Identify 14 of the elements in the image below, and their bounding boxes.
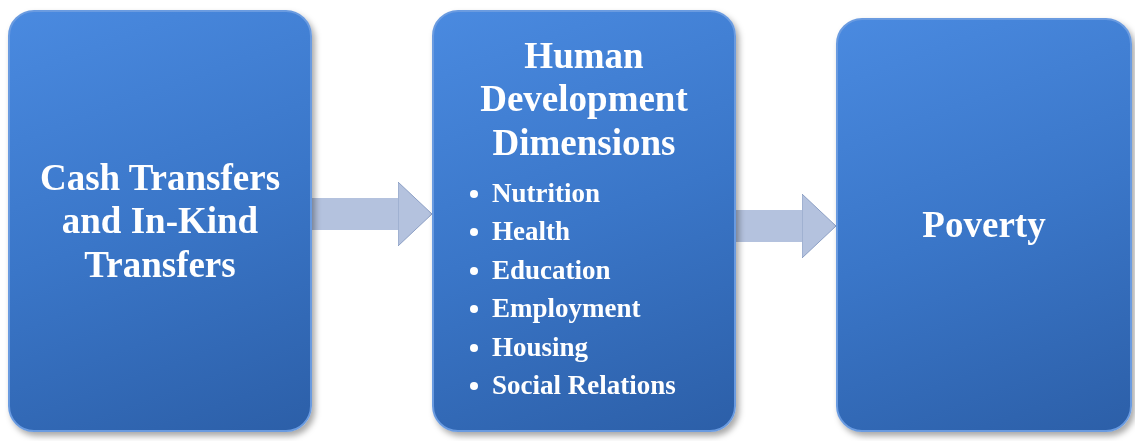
list-item: Social Relations bbox=[492, 370, 676, 401]
block-arrow bbox=[312, 181, 433, 247]
process-box bbox=[8, 10, 312, 432]
box-heading: Human Development Dimensions bbox=[479, 34, 689, 164]
list-item: Health bbox=[492, 216, 570, 247]
box-heading: Poverty bbox=[922, 203, 1046, 247]
process-box bbox=[836, 18, 1132, 432]
box-heading: Cash Transfers and In-Kind Transfers bbox=[38, 156, 282, 286]
list-item: Employment bbox=[492, 293, 641, 324]
block-arrow bbox=[736, 193, 837, 259]
process-box bbox=[432, 10, 736, 432]
list-item: Housing bbox=[492, 331, 589, 362]
list-item: Nutrition bbox=[492, 177, 600, 208]
list-item: Education bbox=[492, 254, 611, 285]
